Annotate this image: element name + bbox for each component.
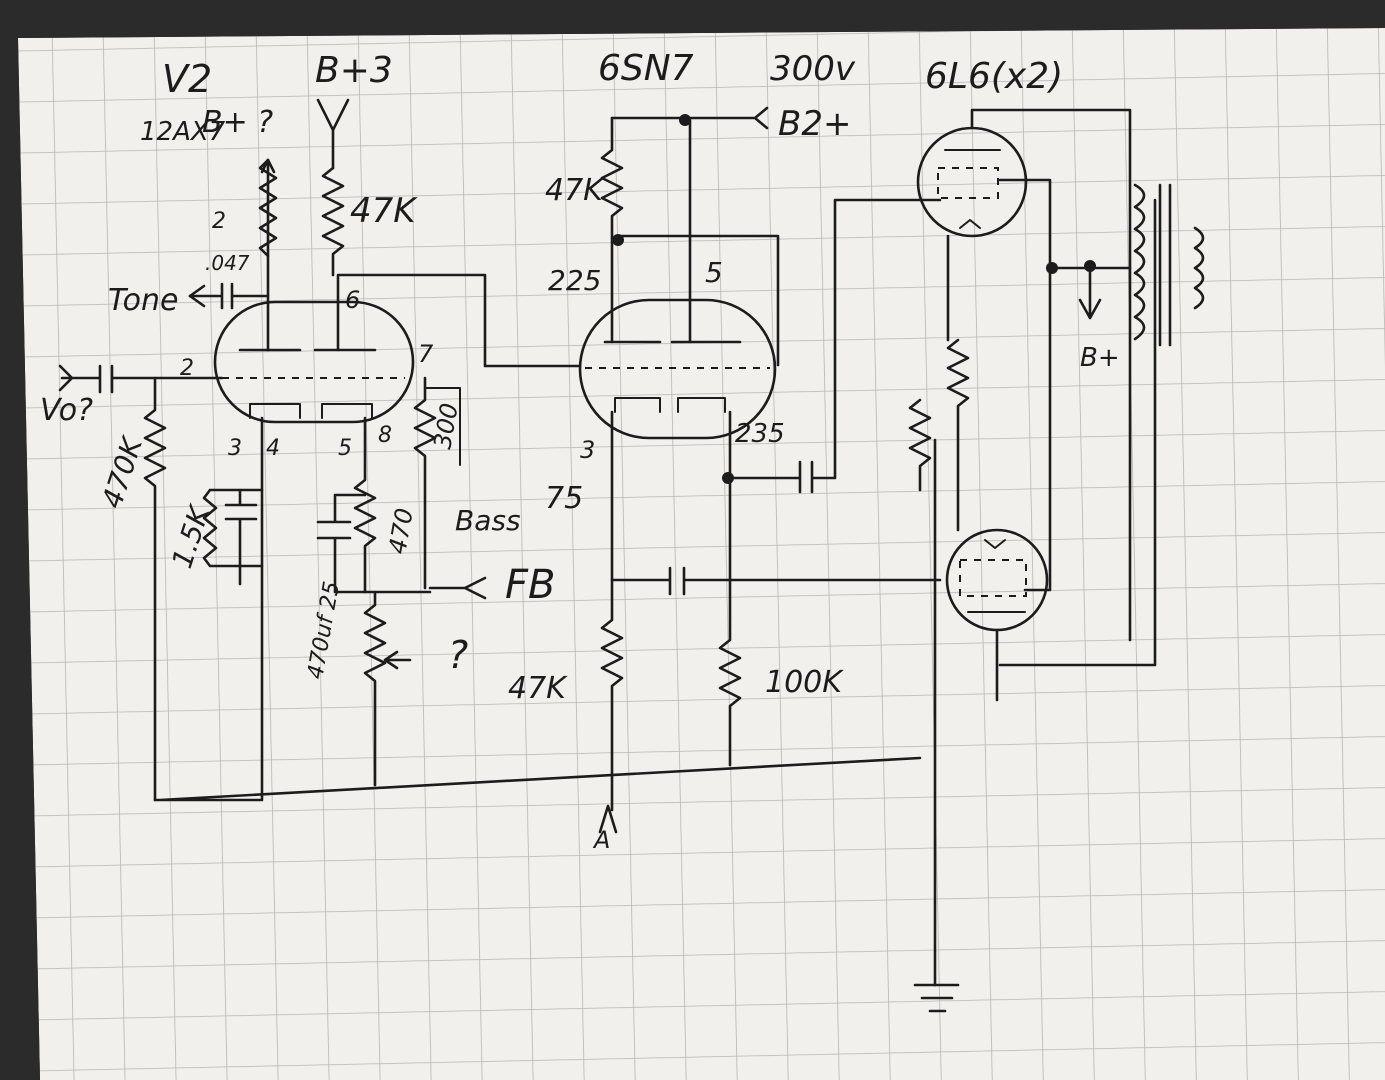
photo-border [0,0,1385,38]
label-bplus-q: B+ ? [202,105,273,140]
resistor-grid-upper [946,338,970,532]
tone-cap [188,282,270,310]
bplus3-terminal [316,98,350,170]
label-pin-4: 4 [266,436,280,461]
label-pin-3b: 3 [580,436,595,464]
resistor-47k-a [321,166,345,277]
resistor-100k [718,410,742,767]
input-wire [58,364,224,394]
output-transformer [1133,183,1205,347]
label-6sn7: 6SN7 [598,48,694,89]
resistor-300 [413,376,437,590]
graph-grid [18,28,1385,1080]
label-12ax7: 12AX7 [140,117,226,147]
photo-border-left [0,38,40,1080]
label-pin-7: 7 [418,340,434,368]
label-fb: FB [505,562,555,608]
coupling-cap-lower [610,566,942,596]
label-b2plus: B2+ [778,104,851,144]
label-bplus3: B+3 [315,50,393,91]
label-bass: Bass [455,504,521,537]
cathode-1-cap [224,488,258,586]
label-47k-a: 47K [350,191,418,231]
label-pin-6: 6 [345,286,360,314]
tube-6sn7 [578,298,777,440]
ground-symbol [913,983,960,1013]
label-node-a: A [592,826,610,854]
label-235: 235 [735,419,785,449]
label-047: .047 [205,251,250,275]
label-vo: Vo? [40,393,93,428]
label-bplus-right: B+ [1080,343,1120,373]
cathode-2-cap [316,493,432,594]
label-pin-5: 5 [338,436,352,461]
ground-bus [153,756,922,802]
label-75: 75 [545,481,583,516]
resistor-1-5k [202,488,264,568]
label-47k-b: 47K [545,173,605,208]
resistor-47k-c [600,410,624,777]
pot-volume [363,590,387,787]
resistor-470k [143,376,167,802]
resistor-grid-lower [908,398,932,492]
label-300v: 300v [770,49,856,89]
arrow-bplus [260,158,276,174]
coupling-cap-upper [726,198,942,494]
label-pin-5b: 5 [705,256,723,289]
label-v2: V2 [162,57,212,101]
label-tone: Tone [108,283,178,318]
label-pin-8: 8 [378,423,392,448]
resistor-47k-b [600,116,624,344]
fb-arrow [428,576,487,600]
resistor-plate-1 [258,158,278,258]
label-100k: 100K [765,665,844,700]
label-pin-2-top: 2 [212,209,226,234]
label-pin-2: 2 [180,356,194,381]
label-225: 225 [548,264,601,297]
label-47k-c: 47K [508,671,568,706]
label-6l6: 6L6(x2) [925,56,1063,97]
tube-12ax7 [213,300,415,424]
label-pin-3: 3 [228,436,242,461]
label-question: ? [448,633,468,677]
resistor-470 [353,416,377,594]
plate-2-wire [336,273,582,368]
